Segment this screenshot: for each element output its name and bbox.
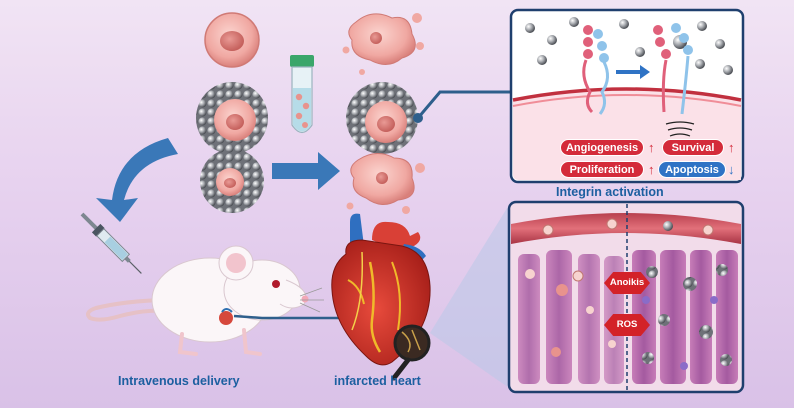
naked-cell bbox=[204, 12, 260, 68]
survival-up-arrow: ↑ bbox=[728, 140, 735, 155]
intravenous-delivery-label: Intravenous delivery bbox=[118, 374, 240, 388]
curved-arrow bbox=[96, 138, 178, 222]
protected-cell bbox=[346, 82, 418, 154]
integrin-inactive bbox=[582, 25, 609, 115]
mouse-to-heart-line bbox=[233, 314, 348, 320]
damaged-cell-top bbox=[342, 13, 424, 75]
angiogenesis-up-arrow: ↑ bbox=[648, 140, 655, 155]
mouse bbox=[86, 245, 324, 356]
tissue-panel bbox=[507, 200, 745, 394]
cardiomyocytes-damaged bbox=[518, 250, 624, 384]
test-tube bbox=[290, 55, 314, 134]
zoom-connector-top bbox=[416, 90, 512, 119]
right-arrow bbox=[272, 152, 340, 190]
cardiomyocytes-protected bbox=[632, 250, 738, 384]
ros-stop-sign: ROS bbox=[604, 314, 650, 336]
infarcted-heart bbox=[331, 213, 431, 381]
coated-cell bbox=[196, 82, 268, 154]
integrin-active bbox=[653, 23, 693, 115]
integrin-activation-label: Integrin activation bbox=[556, 185, 664, 199]
infarcted-heart-label: infarcted heart bbox=[334, 374, 421, 388]
apoptosis-down-arrow: ↓ bbox=[728, 162, 735, 177]
damaged-cell-bottom bbox=[346, 153, 425, 214]
survival-tag: Survival bbox=[662, 139, 724, 156]
coated-cell-partial bbox=[200, 149, 264, 213]
proliferation-tag: Proliferation bbox=[560, 161, 644, 178]
angiogenesis-tag: Angiogenesis bbox=[560, 139, 644, 156]
proliferation-up-arrow: ↑ bbox=[648, 162, 655, 177]
anoikis-stop-sign: Anoikis bbox=[604, 272, 650, 294]
syringe bbox=[80, 212, 142, 274]
signal-wave-icon bbox=[665, 121, 695, 143]
zoom-cone bbox=[430, 200, 512, 390]
activation-arrow bbox=[616, 65, 650, 79]
apoptosis-tag: Apoptosis bbox=[658, 161, 726, 178]
